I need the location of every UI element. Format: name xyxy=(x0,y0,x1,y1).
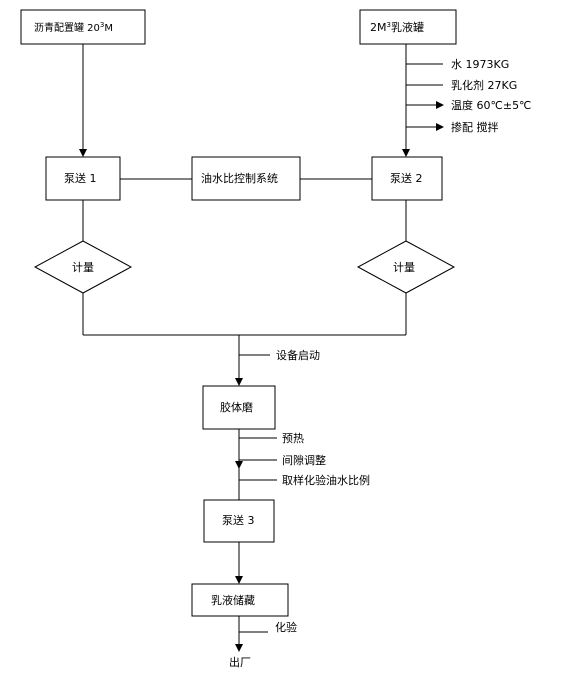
pump1-box: 泵送 1 xyxy=(45,156,121,201)
svg-text:2M3乳液罐: 2M3乳液罐 xyxy=(370,20,424,34)
exit-label: 出厂 xyxy=(229,655,251,669)
svg-text:乳液储藏: 乳液储藏 xyxy=(211,593,255,607)
preheat-label: 预热 xyxy=(282,432,304,445)
sampling-label: 取样化验油水比例 xyxy=(282,473,370,487)
asphalt-tank-box: 沥青配置罐 203M xyxy=(20,9,146,45)
svg-text:胶体磨: 胶体磨 xyxy=(220,400,253,414)
pump2-box: 泵送 2 xyxy=(371,156,443,201)
svg-text:计量: 计量 xyxy=(72,261,94,274)
lab-test-label: 化验 xyxy=(275,620,297,634)
emulsion-tank-box: 2M3乳液罐 xyxy=(359,9,457,45)
svg-text:计量: 计量 xyxy=(393,261,415,274)
svg-text:油水比控制系统: 油水比控制系统 xyxy=(201,171,278,185)
pump3-box: 泵送 3 xyxy=(203,499,275,543)
meter1-diamond: 计量 xyxy=(33,240,133,294)
storage-box: 乳液储藏 xyxy=(191,583,289,617)
water-label: 水 1973KG xyxy=(451,58,509,71)
meter2-diamond: 计量 xyxy=(356,240,456,294)
svg-text:泵送 2: 泵送 2 xyxy=(390,171,423,185)
colloid-mill-box: 胶体磨 xyxy=(202,385,276,430)
mixing-label: 掺配 搅拌 xyxy=(451,120,499,134)
control-system-box: 油水比控制系统 xyxy=(191,156,301,201)
svg-text:泵送 1: 泵送 1 xyxy=(64,171,97,185)
svg-text:沥青配置罐 203M: 沥青配置罐 203M xyxy=(34,21,113,34)
startup-label: 设备启动 xyxy=(276,348,320,362)
temperature-label: 温度 60℃±5℃ xyxy=(451,98,531,112)
svg-text:泵送 3: 泵送 3 xyxy=(222,513,255,527)
emulsifier-label: 乳化剂 27KG xyxy=(451,78,517,92)
gap-adjust-label: 间隙调整 xyxy=(282,453,326,467)
